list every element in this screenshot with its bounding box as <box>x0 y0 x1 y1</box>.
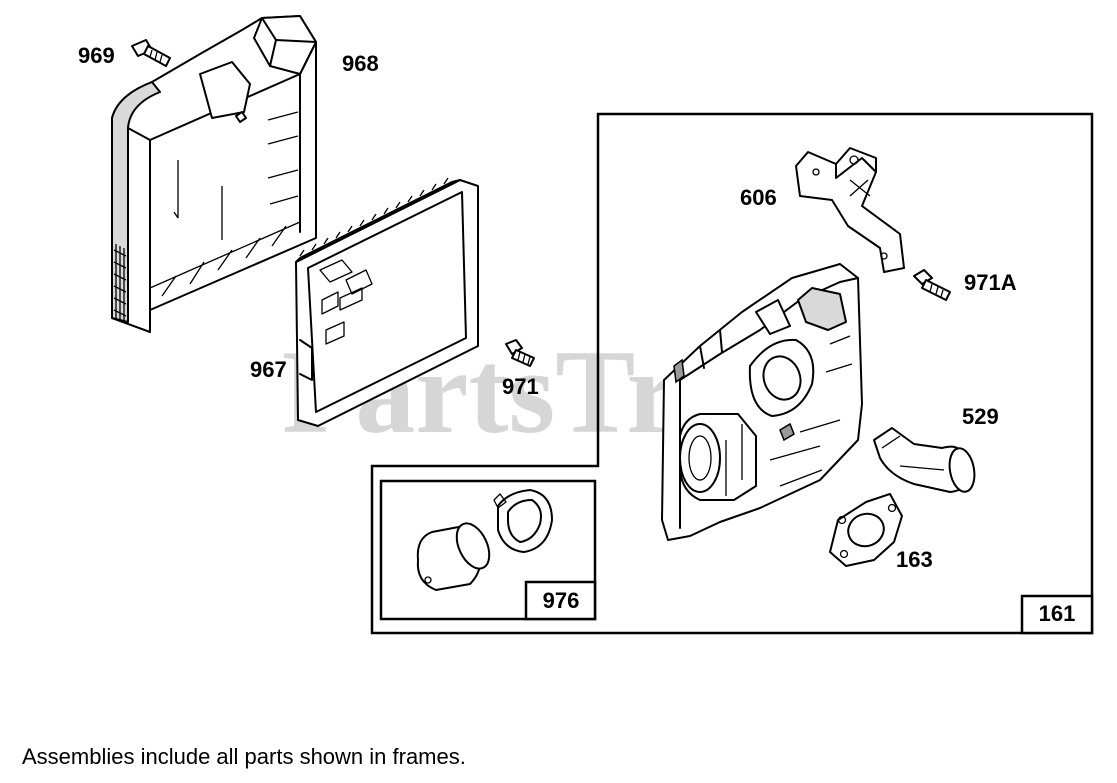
part-label-606[interactable]: 606 <box>740 185 777 210</box>
screw-971A-drawing[interactable] <box>913 269 951 301</box>
primer-bulb-drawing[interactable] <box>416 489 553 591</box>
part-label-971[interactable]: 971 <box>502 374 539 399</box>
assembly-label-box-161 <box>1020 594 1094 635</box>
mesh-texture <box>113 244 127 321</box>
part-label-163[interactable]: 163 <box>896 547 933 572</box>
part-label-971A[interactable]: 971A <box>964 270 1017 295</box>
air-filter-drawing[interactable] <box>295 177 479 427</box>
gasket-163-drawing[interactable] <box>829 493 903 567</box>
part-label-968[interactable]: 968 <box>342 51 379 76</box>
elbow-tube-529-drawing[interactable] <box>873 427 978 494</box>
screw-969-drawing[interactable] <box>131 39 171 67</box>
assembly-label-976[interactable]: 976 <box>543 588 580 613</box>
assembly-label-161[interactable]: 161 <box>1039 601 1076 626</box>
part-label-529[interactable]: 529 <box>962 404 999 429</box>
screw-971-drawing[interactable] <box>505 339 535 367</box>
assemblies-footnote: Assemblies include all parts shown in fr… <box>22 744 466 769</box>
assembly-frame-976 <box>379 479 597 621</box>
assembly-frame-161 <box>370 112 1094 635</box>
part-label-967[interactable]: 967 <box>250 357 287 382</box>
part-label-969[interactable]: 969 <box>78 43 115 68</box>
carburetor-body-drawing[interactable] <box>661 263 863 541</box>
filter-pleats <box>319 259 373 345</box>
air-cleaner-base-drawing[interactable] <box>111 15 317 333</box>
assembly-label-box-976 <box>524 580 597 621</box>
bracket-606-drawing[interactable] <box>795 147 905 273</box>
